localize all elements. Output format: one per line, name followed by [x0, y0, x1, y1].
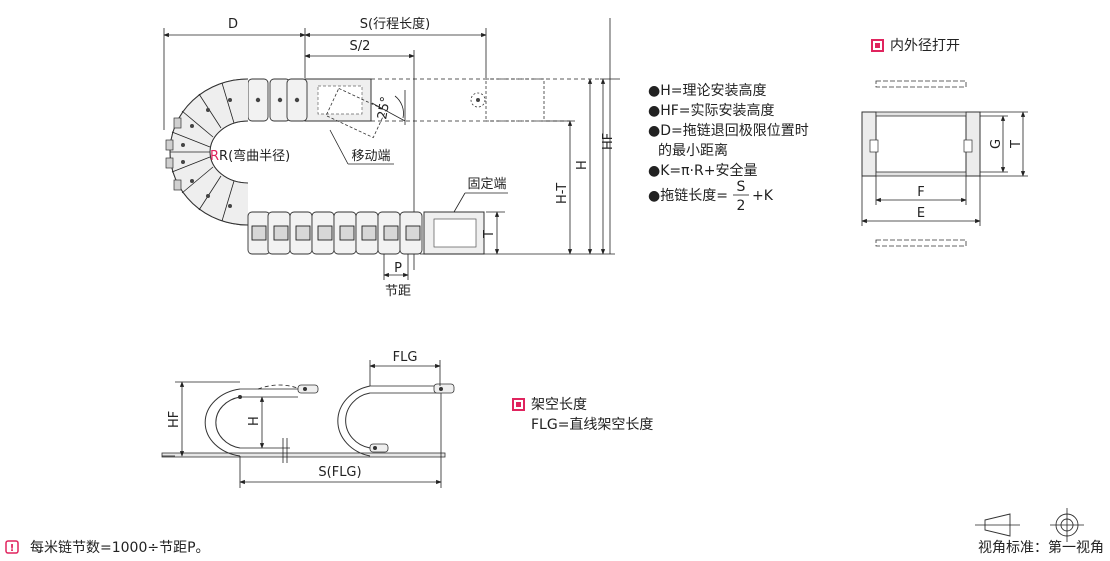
legend-length-num: S [737, 179, 746, 195]
legend-h: ●H=理论安装高度 [648, 82, 766, 99]
upper-links [247, 78, 308, 122]
cross-section-title-icon [871, 39, 884, 52]
g-label: G [989, 139, 1004, 149]
pitch-label: 节距 [385, 284, 411, 299]
s-label: S(行程长度) [360, 16, 430, 32]
legend-length-den: 2 [737, 198, 746, 214]
t-label: T [482, 230, 497, 239]
overhang-desc: FLG=直线架空长度 [531, 416, 653, 433]
lower-links [247, 211, 423, 255]
overhang-title: 架空长度 [531, 397, 587, 413]
extended-position [371, 78, 600, 122]
warning-icon [5, 540, 19, 554]
h-label: H [575, 160, 590, 170]
cross-section-title: 内外径打开 [890, 37, 960, 54]
hf-label: HF [601, 133, 616, 150]
legend-k: ●K=π·R+安全量 [648, 162, 757, 179]
radius-label: RR(弯曲半径) [210, 148, 290, 164]
legend-d-line1: ●D=拖链退回极限位置时 [648, 123, 809, 139]
overhang-hf-label: HF [167, 411, 182, 428]
s-half-label: S/2 [350, 39, 371, 54]
first-angle-projection-icon [975, 508, 1084, 542]
legend: ●H=理论安装高度 ●HF=实际安装高度 ●D=拖链退回极限位置时 的最小距离 … [648, 82, 809, 214]
h-t-label: H-T [555, 183, 570, 204]
legend-length-prefix: ●拖链长度= [648, 188, 728, 204]
footer-note: 每米链节数=1000÷节距P。 [30, 540, 210, 556]
legend-hf: ●HF=实际安装高度 [648, 102, 775, 119]
svg-text:!: ! [10, 543, 15, 554]
f-label: F [917, 185, 924, 200]
e-label: E [917, 206, 925, 221]
bend-links [165, 78, 249, 226]
cross-section: 内外径打开 G T F E [861, 37, 1028, 247]
t-section-label: T [1009, 140, 1024, 149]
legend-d-line2: 的最小距离 [658, 142, 728, 159]
fixed-end-label: 固定端 [467, 177, 506, 192]
tilted-moving-end: 25° [325, 87, 406, 139]
footer: ! 每米链节数=1000÷节距P。 视角标准：第一视角 [5, 508, 1104, 556]
overhang-s-label: S(FLG) [318, 465, 361, 480]
radius-text: R(弯曲半径) [219, 148, 290, 164]
d-label: D [228, 17, 238, 32]
moving-end-label: 移动端 [351, 149, 390, 164]
overhang-title-icon [512, 398, 525, 411]
overhang-diagram: FLG HF H S(FLG) 架空长度 FLG=直线架空长度 [161, 350, 653, 488]
view-standard: 视角标准：第一视角 [978, 539, 1104, 556]
fl-label: FLG [393, 350, 418, 365]
overhang-h-label: H [247, 416, 262, 426]
angle-label: 25° [375, 95, 394, 120]
legend-length-suffix: +K [752, 188, 774, 204]
main-chain-view: D S(行程长度) S/2 [163, 16, 620, 299]
p-label: P [394, 261, 402, 276]
